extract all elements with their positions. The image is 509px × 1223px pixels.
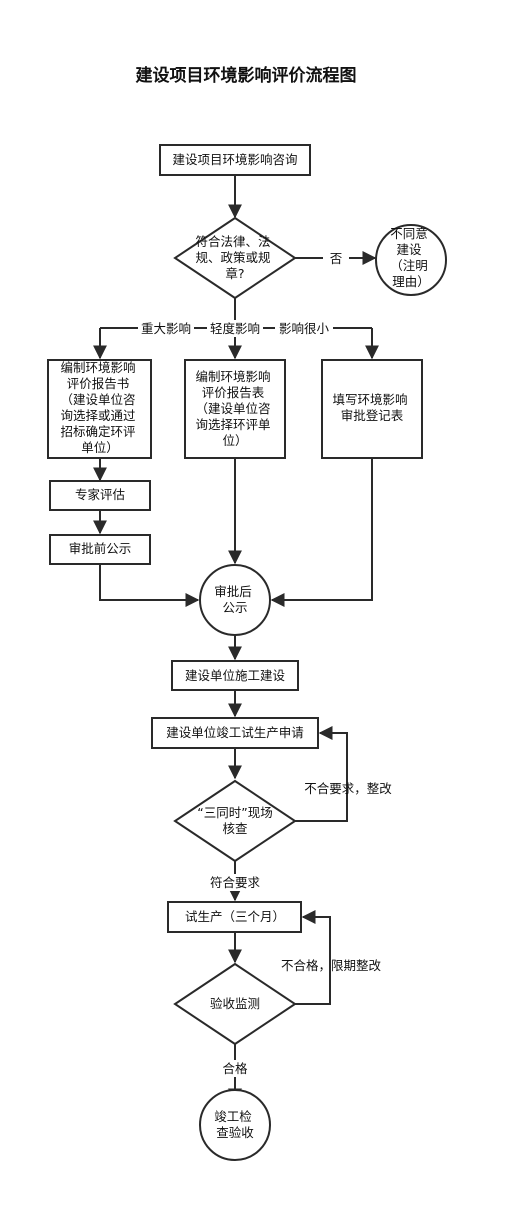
qualified-label: 合格	[222, 1061, 248, 1076]
pre-publicity-box	[49, 534, 151, 565]
branch-major-label: 重大影响	[141, 321, 191, 336]
arrow-pre-publicity-to-post	[99, 564, 200, 607]
pre-publicity-label: 审批前公示	[69, 541, 132, 556]
minor-label-bg	[207, 320, 263, 337]
small-label-bg	[275, 320, 333, 337]
trial-production-label: 试生产（三个月）	[185, 909, 285, 924]
report-table-label: 编制环境影响 评价报告表 （建设单位咨 询选择环评单 位）	[196, 369, 275, 448]
label-backgrounds	[138, 250, 349, 1077]
compliant-label: 符合要求	[210, 875, 261, 890]
three-check-label: “三同时”现场 核查	[197, 805, 276, 836]
arrow-register-to-post	[270, 458, 373, 607]
arrow-monitor-back-to-trial	[295, 910, 331, 1005]
compliant-label-bg	[205, 874, 265, 891]
report-table-box	[184, 359, 286, 459]
report-book-label: 编制环境影响 评价报告书 （建设单位咨 询选择或通过 招标确定环评 单位）	[61, 360, 140, 455]
post-publicity-label: 审批后 公示	[214, 584, 256, 615]
register-form-label: 填写环境影响 审批登记表	[333, 392, 412, 423]
register-form-box	[321, 359, 423, 459]
qualified-label-bg	[217, 1060, 253, 1077]
three-check-diamond	[173, 779, 297, 863]
not-qualified-label: 不合格，限期整改	[281, 958, 382, 973]
acceptance-monitor-label: 验收监测	[210, 996, 260, 1011]
final-acceptance-circle	[199, 1089, 271, 1161]
arrow-check-back-to-apply	[295, 726, 348, 822]
consult-box	[159, 144, 311, 176]
no-label: 否	[330, 251, 343, 266]
legal-check-diamond	[173, 216, 297, 300]
construction-label: 建设单位施工建设	[185, 668, 286, 683]
final-acceptance-label: 竣工检 查验收	[214, 1109, 256, 1140]
branch-small-label: 影响很小	[279, 321, 330, 336]
node-labels: 建设项目环境影响咨询 符合法律、法 规、政策或规 章? 否 不同意 建设 （注明…	[61, 152, 432, 1140]
trial-apply-label: 建设单位竣工试生产申请	[166, 725, 304, 740]
acceptance-monitor-diamond	[173, 962, 297, 1046]
major-label-bg	[138, 320, 194, 337]
nodes	[47, 144, 447, 1161]
legal-check-label: 符合法律、法 规、政策或规 章?	[196, 234, 275, 281]
branch-minor-label: 轻度影响	[210, 321, 260, 336]
trial-apply-box	[151, 717, 319, 749]
reject-circle	[375, 224, 447, 296]
reject-label: 不同意 建设 （注明 理由）	[390, 226, 432, 289]
report-book-box	[47, 359, 152, 459]
page-title: 建设项目环境影响评价流程图	[136, 65, 357, 86]
construction-box	[171, 660, 299, 691]
trial-production-box	[167, 901, 302, 933]
consult-label: 建设项目环境影响咨询	[172, 152, 297, 167]
no-label-bg	[323, 250, 349, 267]
expert-review-label: 专家评估	[75, 487, 125, 502]
not-compliant-label: 不合要求，整改	[304, 781, 392, 796]
expert-review-box	[49, 480, 151, 511]
post-publicity-circle	[199, 564, 271, 636]
